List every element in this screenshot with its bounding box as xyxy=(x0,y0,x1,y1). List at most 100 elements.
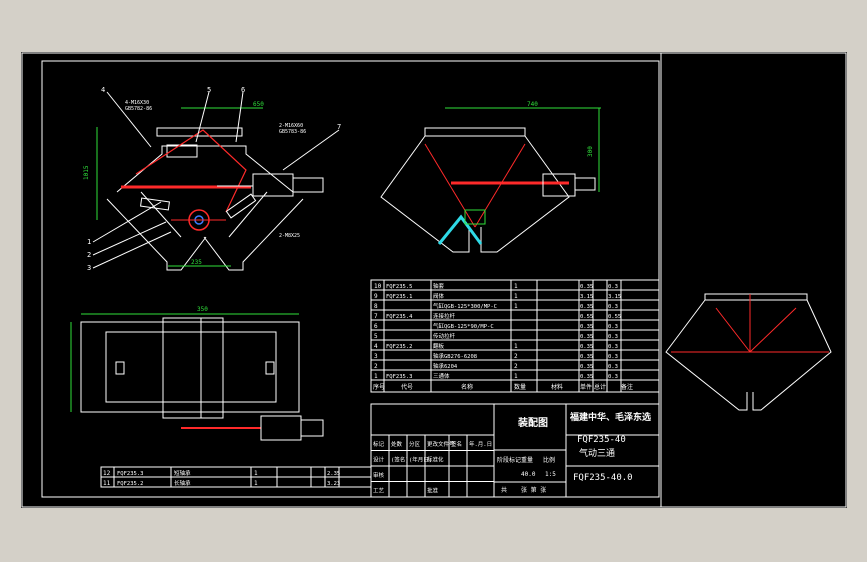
bom-header-cell: 总计 xyxy=(594,383,606,391)
leader-label-6: 6 xyxy=(241,86,245,94)
leader-label-2: 2 xyxy=(87,251,91,259)
approval-cell: 年.月.日 xyxy=(469,440,492,448)
company-name: 福建中华、毛泽东选 xyxy=(569,411,651,423)
title-block: 装配图 福建中华、毛泽东选 FQF235-40 气动三通 FQF235-40.0… xyxy=(370,403,660,498)
leader-3 xyxy=(92,231,172,269)
bom-cell-weight: 3.15 xyxy=(580,294,593,300)
bolt-note-2: 2-M16X60 xyxy=(279,123,303,129)
front-hopper-top xyxy=(116,145,294,193)
bom-cell-no: 2 xyxy=(374,363,378,370)
plan-dim-top-value: 350 xyxy=(197,306,208,313)
leader-1 xyxy=(92,201,162,243)
detail-red-right xyxy=(749,307,797,353)
bom-cell-no: 1 xyxy=(374,373,378,380)
detail-flange xyxy=(704,293,808,301)
front-left-leg xyxy=(106,198,207,271)
bom-cell-total: 0.3 xyxy=(608,374,618,380)
dim-bottom-value: 235 xyxy=(191,259,202,266)
plan-outer xyxy=(80,321,300,413)
approval-cell: 处数 xyxy=(391,440,403,448)
bolt-note-2b: GB5783-86 xyxy=(279,129,306,135)
front-cylinder-head xyxy=(292,177,324,193)
outer-border xyxy=(21,52,847,508)
cad-drawing-canvas: 1015 650 235 4 5 6 7 1 2 3 4-M16X30 GB57… xyxy=(21,52,847,508)
drawing-number: FQF235-40 xyxy=(577,435,626,445)
bom-header-cell: 代号 xyxy=(401,383,413,391)
lower-cell-no: 11 xyxy=(103,480,111,487)
front-view: 1015 650 235 4 5 6 7 1 2 3 4-M16X30 GB57… xyxy=(83,86,341,272)
side-cylinder xyxy=(542,173,576,197)
lower-cell-name: 短轴承 xyxy=(174,469,191,477)
plan-outlet xyxy=(162,317,224,419)
bom-cell-name: 轴承GB276-6208 xyxy=(433,352,477,360)
bom-cell-no: 6 xyxy=(374,323,378,330)
bom-cell-weight: 0.35 xyxy=(580,374,593,380)
bom-cell-no: 9 xyxy=(374,293,378,300)
front-right-leg xyxy=(203,198,304,271)
leader-label-1: 1 xyxy=(87,238,91,246)
bolt-note-1: 4-M16X30 xyxy=(125,100,149,106)
bom-cell-weight: 0.35 xyxy=(580,344,593,350)
side-red-right xyxy=(474,143,526,228)
approval-cell: (签名) xyxy=(391,456,409,464)
bom-header-cell: 单件 xyxy=(580,383,592,391)
bom-cell-name: 传动拉杆 xyxy=(433,332,456,340)
bom-cell-weight: 0.35 xyxy=(580,284,593,290)
left-cylinder xyxy=(140,197,170,211)
detail-left-leg xyxy=(665,299,748,411)
bom-cell-weight: 0.35 xyxy=(580,364,593,370)
leader-label-3: 3 xyxy=(87,264,91,272)
bom-cell-total: 0.3 xyxy=(608,304,618,310)
lower-cell-code: FQF235.2 xyxy=(117,481,144,487)
scale-value: 1:5 xyxy=(545,471,556,478)
bom-cell-no: 10 xyxy=(374,283,382,290)
leader-2 xyxy=(92,221,167,256)
approval-cell: 更改文件号 xyxy=(427,440,455,448)
sheet-count-label: 共 xyxy=(501,486,507,494)
approval-cell: 工艺 xyxy=(373,488,385,495)
bom-header-cell: 备注 xyxy=(621,383,633,391)
bom-cell-weight: 0.35 xyxy=(580,304,593,310)
front-bearing-block xyxy=(166,144,198,158)
side-red-left xyxy=(424,143,476,228)
cad-drawing: 1015 650 235 4 5 6 7 1 2 3 4-M16X30 GB57… xyxy=(21,52,847,508)
leader-label-5: 5 xyxy=(207,86,211,94)
bom-cell-qty: 1 xyxy=(514,303,518,310)
approval-cell: 签名 xyxy=(451,440,462,448)
side-left-leg xyxy=(380,135,470,253)
bom-cell-total: 0.3 xyxy=(608,334,618,340)
plan-inner xyxy=(105,331,277,403)
bom-cell-qty: 1 xyxy=(514,373,518,380)
bom-cell-total: 0.3 xyxy=(608,364,618,370)
leader-label-7: 7 xyxy=(337,123,341,131)
bom-cell-no: 8 xyxy=(374,303,378,310)
side-cylinder-head xyxy=(574,177,596,191)
bolt-note-1b: GB5782-86 xyxy=(125,106,152,112)
bom-cell-no: 5 xyxy=(374,333,378,340)
plan-cylinder xyxy=(260,415,302,441)
bom-cell-total: 3.15 xyxy=(608,294,621,300)
plan-bearing-right xyxy=(265,361,275,375)
bom-header-cell: 序号 xyxy=(373,383,385,391)
side-dim-top-value: 740 xyxy=(527,101,538,108)
dim-height-value: 1015 xyxy=(83,165,90,180)
detail-red-left xyxy=(715,307,751,353)
bom-cell-code: FQF235.1 xyxy=(386,294,413,300)
approval-cell: 分区 xyxy=(409,440,421,448)
bom-cell-name: 气缸QGB-125*90/MP-C xyxy=(433,322,494,330)
bom-cell-qty: 2 xyxy=(514,353,518,360)
bom-header-cell: 数量 xyxy=(514,383,526,391)
front-inner-left xyxy=(140,191,182,238)
drawing-name: 装配图 xyxy=(517,416,548,429)
lower-cell-name: 长轴承 xyxy=(174,479,191,487)
bolt-note-3: 2-M8X25 xyxy=(279,233,300,239)
side-cyan-flap xyxy=(437,214,483,245)
bom-cell-name: 连接拉杆 xyxy=(433,312,456,320)
front-inner-right xyxy=(228,191,268,238)
plan-bearing-left xyxy=(115,361,125,375)
leader-7 xyxy=(282,129,340,171)
weight-value: 40.0 xyxy=(521,471,536,478)
detail-view xyxy=(665,293,832,411)
bom-cell-weight: 0.35 xyxy=(580,324,593,330)
